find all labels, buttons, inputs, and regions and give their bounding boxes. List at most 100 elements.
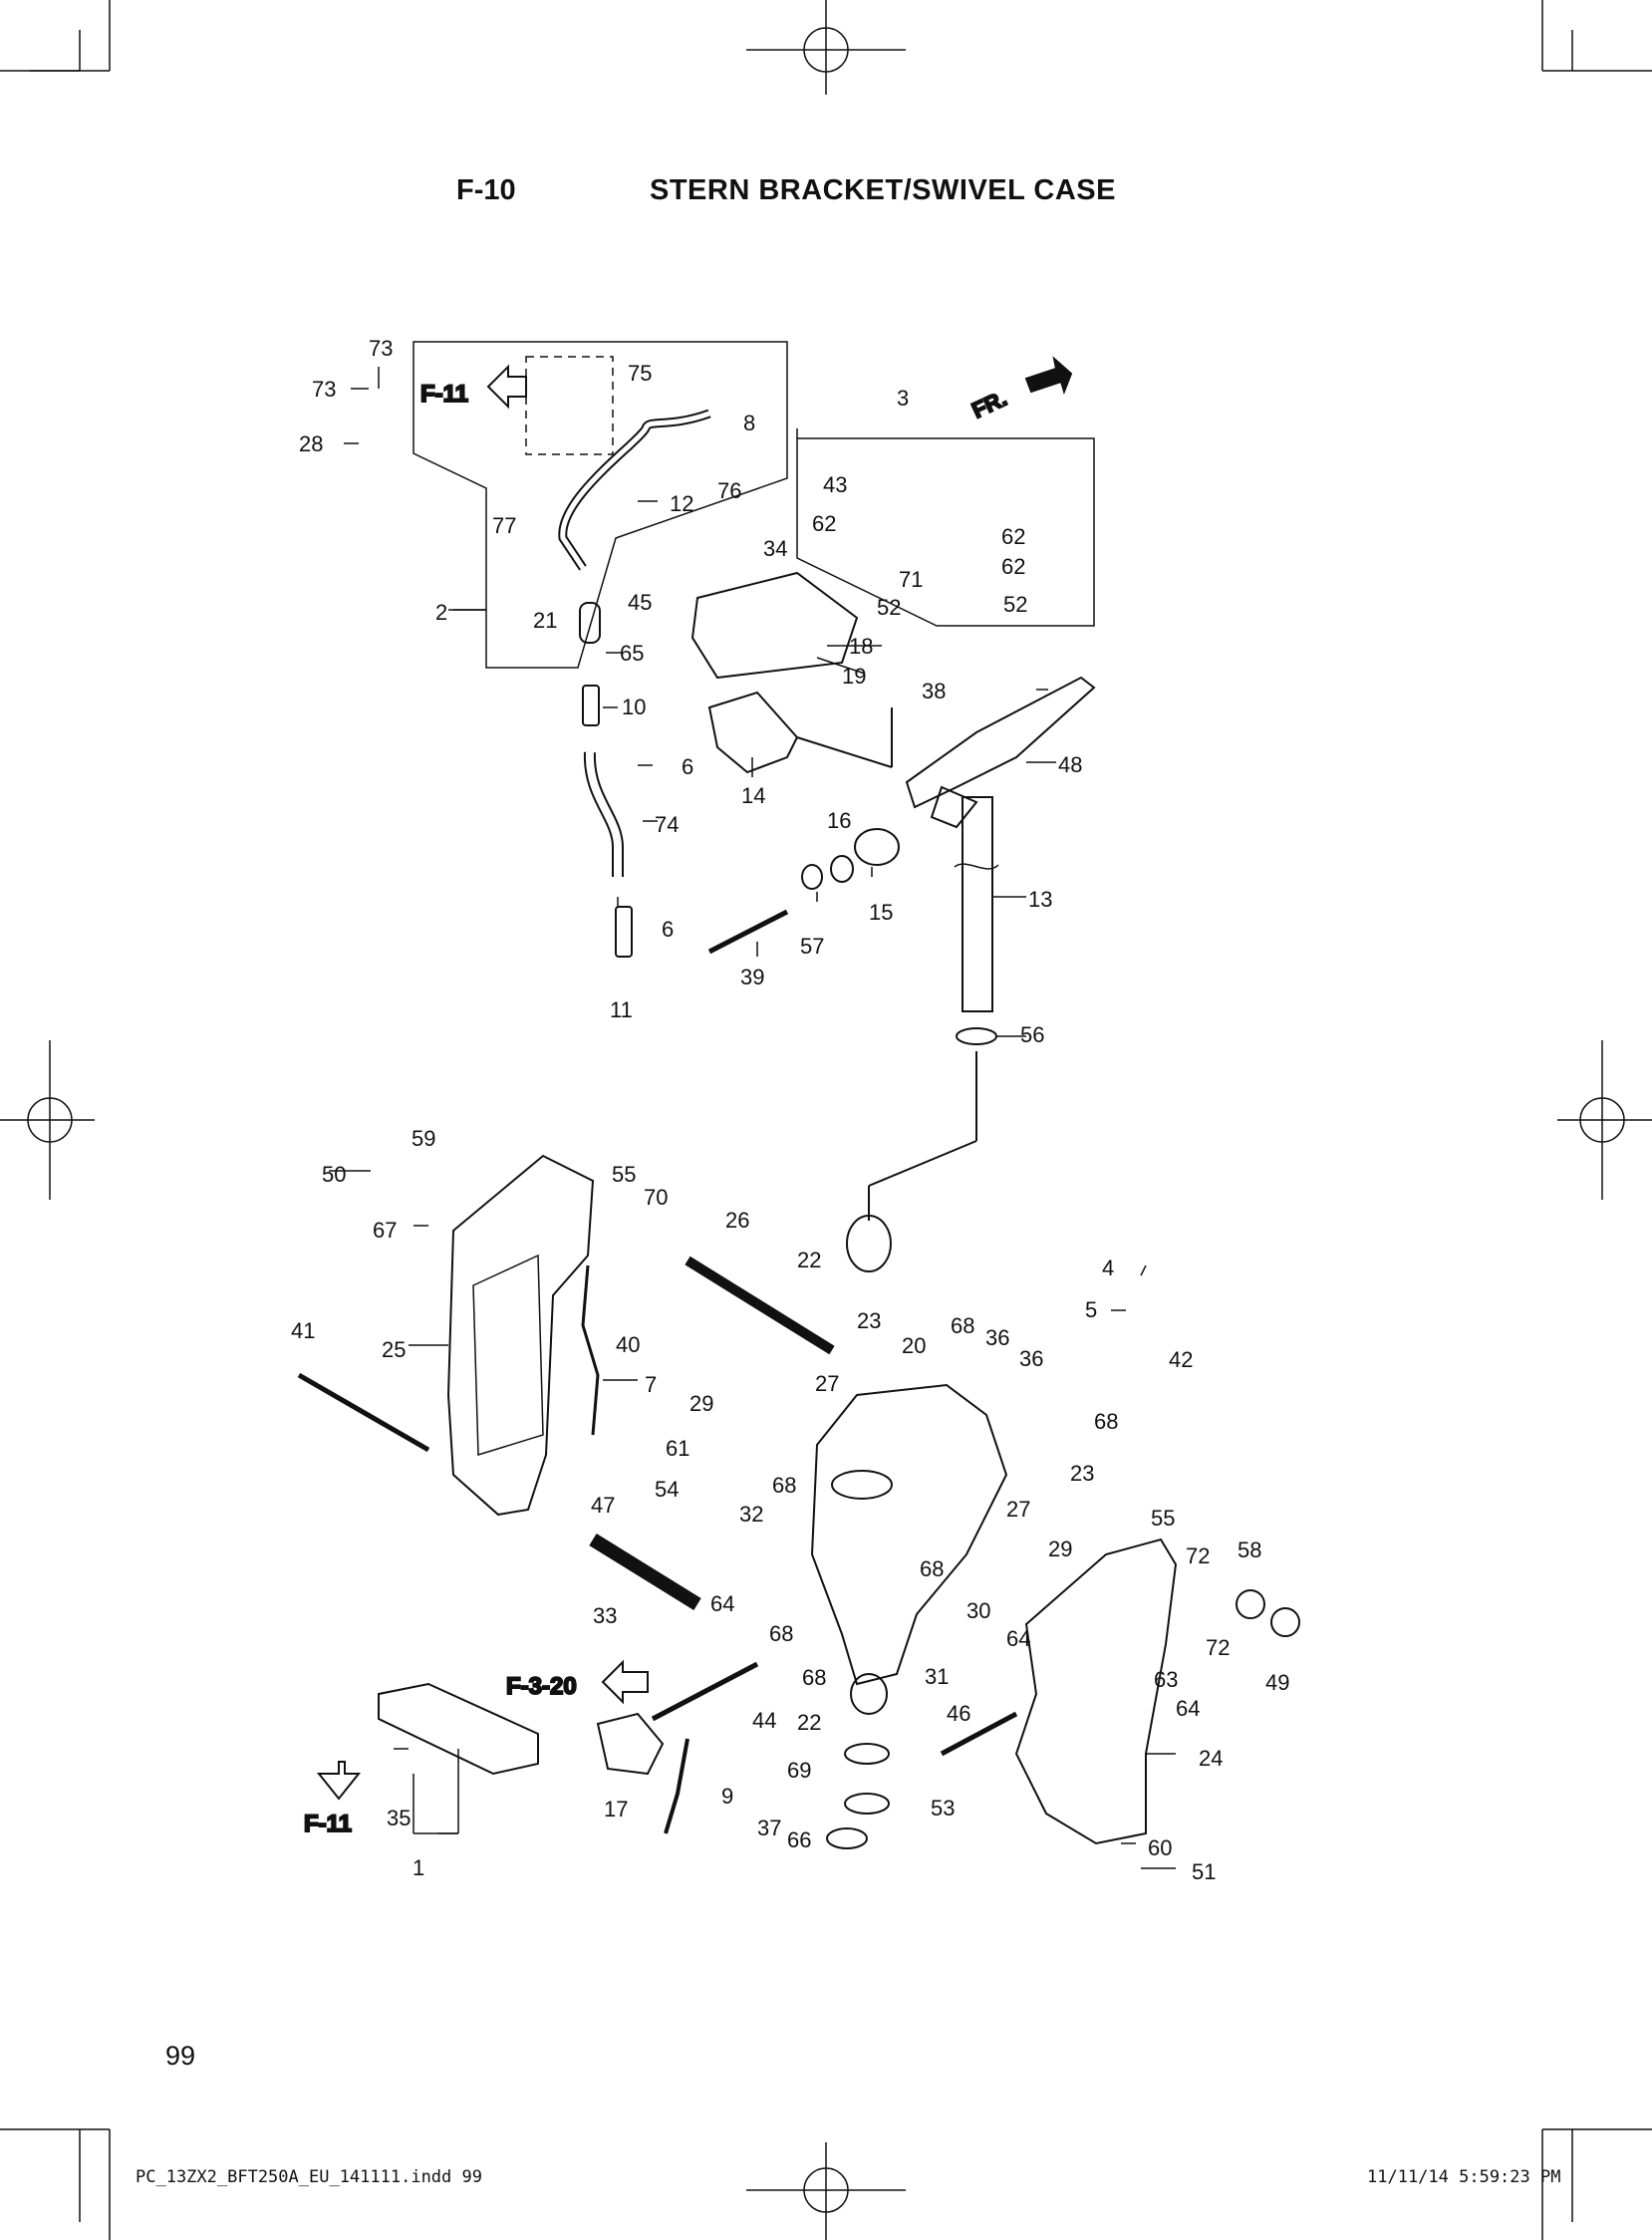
callout-14: 14 <box>741 783 765 808</box>
callout-42: 42 <box>1169 1347 1193 1372</box>
callout-66: 66 <box>787 1827 811 1852</box>
callout-51: 51 <box>1192 1859 1216 1884</box>
callout-20: 20 <box>902 1333 926 1358</box>
callout-58: 58 <box>1238 1538 1261 1562</box>
callout-68: 68 <box>1094 1409 1118 1434</box>
callout-23: 23 <box>857 1308 881 1333</box>
tilt-tube-33 <box>589 1534 701 1610</box>
hose-joint <box>579 602 601 644</box>
registration-mark-bottom <box>746 2142 906 2240</box>
anode-1 <box>378 1682 539 1776</box>
registration-mark-top <box>746 0 906 95</box>
callout-68: 68 <box>772 1473 796 1498</box>
callout-64: 64 <box>1006 1626 1030 1651</box>
callout-37: 37 <box>757 1816 781 1840</box>
callout-68: 68 <box>802 1665 826 1690</box>
swivel-case-20 <box>810 1383 1008 1686</box>
callout-52: 52 <box>877 595 901 620</box>
callout-45: 45 <box>628 590 652 615</box>
hose-kit-dashed-box <box>525 356 614 455</box>
arrow-to-f11-top <box>486 364 527 410</box>
steering-arm <box>905 676 1096 809</box>
upper-mount-14 <box>707 691 799 774</box>
fitting-11 <box>615 906 633 958</box>
washer-58 <box>1236 1589 1265 1619</box>
callout-27: 27 <box>1006 1497 1030 1522</box>
page-number: 99 <box>165 2041 196 2071</box>
registration-mark-right <box>1557 1040 1652 1200</box>
callout-59: 59 <box>412 1126 435 1151</box>
callout-34: 34 <box>763 536 787 561</box>
page-title: STERN BRACKET/SWIVEL CASE <box>650 174 1116 206</box>
bushing-22-upper <box>846 1215 892 1272</box>
callout-29: 29 <box>689 1391 713 1416</box>
callout-44: 44 <box>752 1708 776 1733</box>
bushing-15 <box>854 828 900 866</box>
bolt-39 <box>707 909 789 955</box>
callout-35: 35 <box>387 1806 411 1830</box>
callout-73: 73 <box>369 336 393 361</box>
callout-68: 68 <box>951 1313 974 1338</box>
washer-66 <box>826 1827 868 1849</box>
callout-12: 12 <box>670 491 693 516</box>
bushing-22-lower <box>850 1673 888 1715</box>
callout-50: 50 <box>322 1162 346 1187</box>
callout-56: 56 <box>1020 1022 1044 1047</box>
callout-11: 11 <box>610 997 633 1022</box>
bolt-46 <box>940 1711 1018 1757</box>
callout-62: 62 <box>1001 554 1025 579</box>
ref-f11-top: F-11 <box>420 381 468 408</box>
direction-label: FR. <box>968 386 1011 423</box>
callout-49: 49 <box>1265 1670 1289 1695</box>
callout-68: 68 <box>920 1556 944 1581</box>
callout-52: 52 <box>1003 592 1027 617</box>
callout-15: 15 <box>869 900 893 925</box>
callout-60: 60 <box>1148 1835 1172 1860</box>
callout-8: 8 <box>743 411 755 435</box>
ground-cable-9 <box>664 1738 689 1834</box>
callout-75: 75 <box>628 361 652 386</box>
callout-74: 74 <box>655 812 679 837</box>
callout-77: 77 <box>492 513 516 538</box>
callout-5: 5 <box>1085 1297 1097 1322</box>
callout-9: 9 <box>721 1784 733 1809</box>
nut-49 <box>1270 1607 1300 1637</box>
bolt-f3-20 <box>651 1661 759 1722</box>
cover-18 <box>690 571 859 680</box>
callout-3: 3 <box>897 386 909 411</box>
footer-timestamp: 11/11/14 5:59:23 PM <box>1367 2167 1561 2187</box>
callout-71: 71 <box>899 567 923 592</box>
arrow-to-f3-20 <box>601 1659 649 1705</box>
callout-61: 61 <box>666 1436 689 1461</box>
lower-mount-17 <box>596 1712 665 1776</box>
callout-73: 73 <box>312 377 336 402</box>
steering-shaft-13 <box>962 796 993 1012</box>
callout-31: 31 <box>925 1664 949 1689</box>
callout-48: 48 <box>1058 752 1082 777</box>
callout-47: 47 <box>591 1493 615 1518</box>
footer-filename: PC_13ZX2_BFT250A_EU_141111.indd 99 <box>136 2167 482 2187</box>
callout-67: 67 <box>373 1218 397 1243</box>
callout-4: 4 <box>1102 1256 1114 1280</box>
group-box-2 <box>413 341 788 669</box>
fr-arrow-icon <box>1024 356 1073 396</box>
washer-56 <box>956 1027 997 1045</box>
callout-62: 62 <box>812 511 836 536</box>
callout-27: 27 <box>815 1371 839 1396</box>
callout-6: 6 <box>662 917 674 942</box>
callout-18: 18 <box>849 634 873 659</box>
shaft-26 <box>685 1256 835 1355</box>
callout-38: 38 <box>922 679 946 703</box>
callout-64: 64 <box>1176 1696 1200 1721</box>
washer-53 <box>844 1793 890 1815</box>
callout-28: 28 <box>299 431 323 456</box>
callout-76: 76 <box>717 478 741 503</box>
callout-16: 16 <box>827 808 851 833</box>
arrow-to-f11-bottom <box>316 1761 362 1801</box>
washer-69 <box>844 1743 890 1765</box>
callout-33: 33 <box>593 1603 617 1628</box>
callout-23: 23 <box>1070 1461 1094 1486</box>
